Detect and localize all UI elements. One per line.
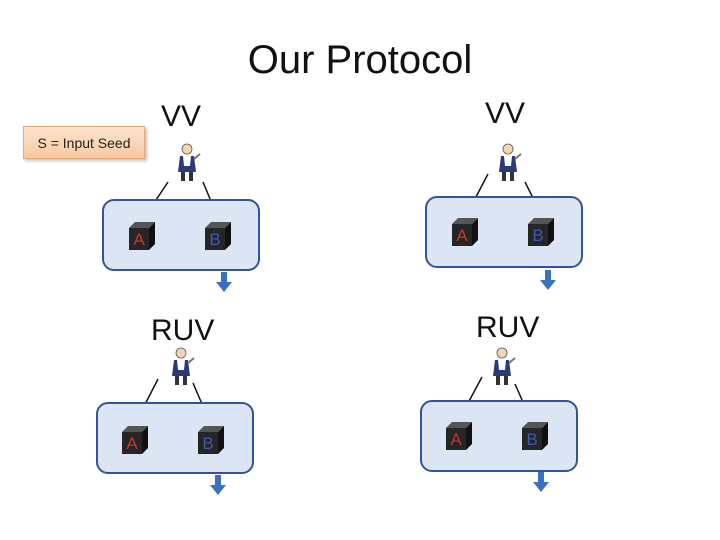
output-arrow-icon [540,270,556,290]
panel-vv-2 [425,196,583,268]
scientist-icon [493,347,516,385]
box-b-label: B [526,430,537,449]
black-box-b: B [522,422,548,450]
box-a-label: A [450,430,462,449]
panel-vv-1 [102,199,260,271]
black-box-b: B [528,218,554,246]
black-box-b: B [198,426,224,454]
box-a-label: A [126,434,138,453]
black-box-b: B [205,222,231,250]
black-box-a: A [122,426,148,454]
output-arrow-icon [533,472,549,492]
scientist-icon [178,143,201,181]
panel-label-ruv-1: RUV [151,314,215,347]
page-title: Our Protocol [247,38,473,82]
black-box-a: A [446,422,472,450]
seed-note: S = Input Seed [23,126,145,159]
panel-label-vv-2: VV [485,97,526,130]
panel-label-ruv-2: RUV [476,311,540,344]
box-a-label: A [456,226,468,245]
panel-label-vv-1: VV [161,100,202,133]
output-arrow-icon [210,475,226,495]
scientist-icon [172,347,195,385]
black-box-a: A [452,218,478,246]
box-a-label: A [133,230,145,249]
box-b-label: B [202,434,213,453]
black-box-a: A [129,222,155,250]
box-b-label: B [209,230,220,249]
scientist-icon [499,143,522,181]
box-b-label: B [532,226,543,245]
output-arrow-icon [216,272,232,292]
